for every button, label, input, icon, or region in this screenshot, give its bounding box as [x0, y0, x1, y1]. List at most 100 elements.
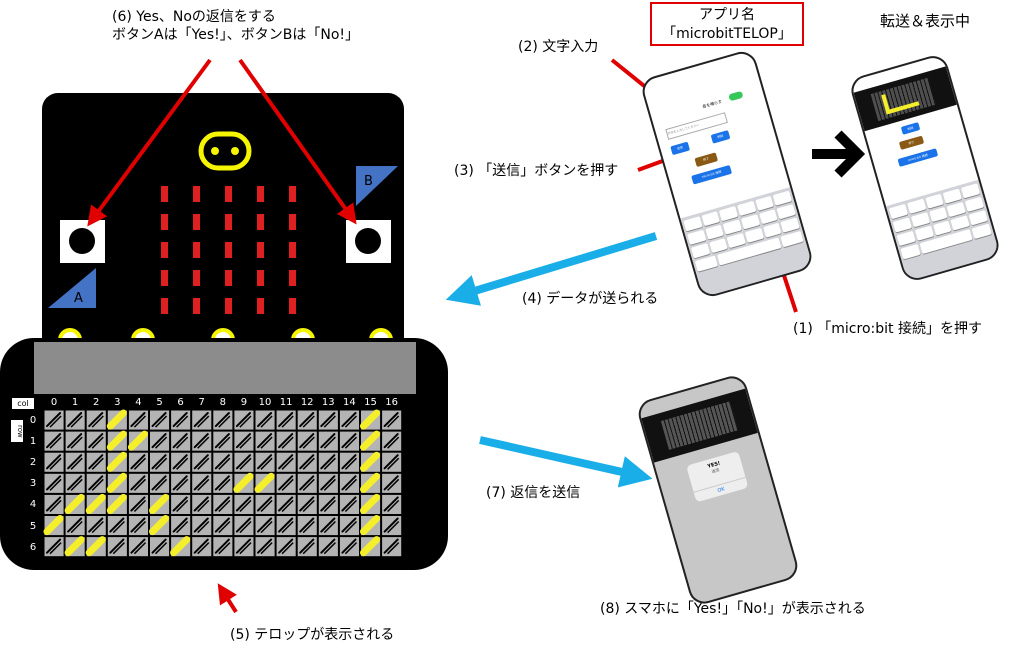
off-segment-4-11: [278, 496, 294, 512]
telop-display-screen: [34, 342, 416, 394]
led-0-0: [161, 186, 168, 202]
off-segment-1-5: [151, 433, 167, 449]
col-label-15: 15: [364, 397, 377, 408]
off-segment-1-11: [278, 433, 294, 449]
off-segment-3-1: [67, 475, 83, 491]
lit-segment-5-0: [43, 515, 64, 536]
lit-segment-3-9: [233, 472, 254, 493]
off-segment-0-0: [46, 412, 62, 428]
off-segment-2-16: [383, 454, 399, 470]
off-segment-2-9: [235, 454, 251, 470]
off-segment-5-10: [257, 517, 273, 533]
off-segment-6-3: [109, 538, 125, 554]
clear-button[interactable]: 削除: [710, 130, 731, 144]
off-segment-2-7: [193, 454, 209, 470]
col-label-1: 1: [71, 397, 79, 408]
off-segment-4-9: [235, 496, 251, 512]
off-segment-2-13: [320, 454, 336, 470]
step3-label: (3) 「送信」ボタンを押す: [454, 163, 619, 179]
led-1-0: [161, 214, 168, 230]
lit-segment-5-5: [149, 515, 170, 536]
led-3-1: [193, 270, 200, 286]
off-segment-6-7: [193, 538, 209, 554]
off-segment-3-7: [193, 475, 209, 491]
lit-segment-1-15: [360, 430, 381, 451]
off-segment-2-5: [151, 454, 167, 470]
arrow-telop: [217, 583, 238, 614]
phone2-exit-button[interactable]: 終了: [898, 135, 925, 150]
off-segment-0-10: [257, 412, 273, 428]
reply-dialog: YES! 返信 OK: [686, 450, 749, 503]
connect-button[interactable]: micro:bit 接続: [691, 164, 733, 185]
lit-segment-1-3: [106, 430, 127, 451]
off-segment-3-4: [130, 475, 146, 491]
black-arrow: [812, 130, 866, 178]
exit-button[interactable]: 終了: [694, 152, 719, 168]
off-segment-4-10: [257, 496, 273, 512]
lit-segment-4-3: [106, 493, 127, 514]
led-4-2: [225, 298, 232, 314]
off-segment-6-14: [341, 538, 357, 554]
sending-label: 転送＆表示中: [880, 12, 971, 30]
microbit-logo-icon: [198, 131, 252, 171]
phone3-led-preview: [641, 388, 758, 463]
lit-segment-3-3: [106, 472, 127, 493]
off-segment-0-1: [67, 412, 83, 428]
off-segment-6-16: [383, 538, 399, 554]
lit-segment-0-3: [106, 409, 127, 430]
step1-label: (1) 「micro:bit 接続」を押す: [793, 321, 982, 337]
led-3-3: [257, 270, 264, 286]
arrow-to-button-b: [238, 58, 357, 225]
sound-toggle[interactable]: [728, 90, 744, 102]
off-segment-4-7: [193, 496, 209, 512]
col-label-0: 0: [50, 397, 58, 408]
row-label-2: 2: [29, 457, 37, 469]
app-name-box: アプリ名 「microbitTELOP」: [650, 2, 804, 46]
led-2-4: [289, 242, 296, 258]
phone2-connect-button[interactable]: micro:bit 接続: [897, 148, 939, 167]
off-segment-2-10: [257, 454, 273, 470]
off-segment-3-6: [172, 475, 188, 491]
off-segment-0-14: [341, 412, 357, 428]
off-segment-2-14: [341, 454, 357, 470]
send-button[interactable]: 送信: [670, 141, 691, 156]
off-segment-5-16: [383, 517, 399, 533]
lit-segment-6-6: [170, 536, 191, 557]
dialog-ok-button[interactable]: OK: [693, 476, 748, 501]
lit-segment-4-2: [85, 493, 106, 514]
row-label-4: 4: [29, 499, 37, 511]
col-label-5: 5: [156, 397, 163, 408]
button-a-icon: [69, 228, 95, 254]
lit-segment-6-1: [64, 536, 85, 557]
led-2-2: [225, 242, 232, 258]
off-segment-1-0: [46, 433, 62, 449]
off-segment-6-9: [235, 538, 251, 554]
app-name-title: アプリ名: [699, 7, 755, 23]
off-segment-4-6: [172, 496, 188, 512]
row-tag: row: [11, 420, 24, 442]
col-label-11: 11: [279, 397, 293, 408]
off-segment-4-13: [320, 496, 336, 512]
off-segment-0-12: [299, 412, 315, 428]
led-4-0: [161, 298, 168, 314]
step8-label: (8) スマホに「Yes!」「No!」が表示される: [600, 601, 866, 617]
off-segment-0-9: [235, 412, 251, 428]
off-segment-5-8: [214, 517, 230, 533]
arrow-to-button-a: [87, 58, 212, 227]
off-segment-5-13: [320, 517, 336, 533]
col-label-7: 7: [198, 397, 205, 408]
off-segment-0-7: [193, 412, 209, 428]
led-0-4: [289, 186, 296, 202]
off-segment-4-14: [341, 496, 357, 512]
off-segment-1-7: [193, 433, 209, 449]
col-label-4: 4: [135, 397, 142, 408]
off-segment-6-12: [299, 538, 315, 554]
led-1-2: [225, 214, 232, 230]
off-segment-5-4: [130, 517, 146, 533]
led-2-0: [161, 242, 168, 258]
off-segment-6-10: [257, 538, 273, 554]
off-segment-0-16: [383, 412, 399, 428]
off-segment-6-5: [151, 538, 167, 554]
phone2-clear-button[interactable]: 削除: [900, 122, 921, 135]
col-label-3: 3: [114, 397, 121, 408]
